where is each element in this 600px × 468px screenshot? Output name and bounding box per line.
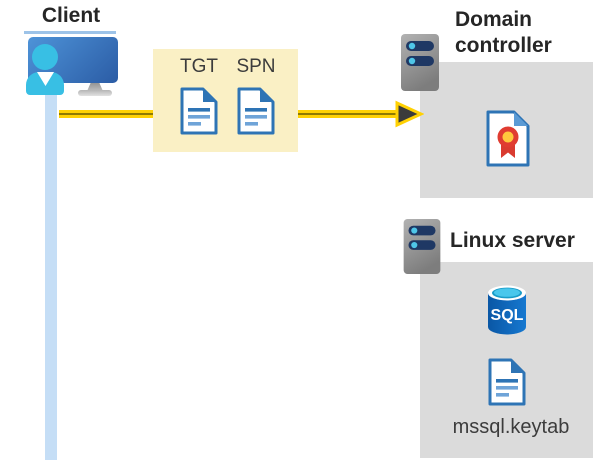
credentials-box xyxy=(153,49,298,152)
sql-text: SQL xyxy=(491,307,524,324)
monitor-stand-base xyxy=(78,90,112,96)
certificate-icon xyxy=(486,110,530,167)
spn-document-icon xyxy=(237,87,275,135)
auth-arrow-head-icon xyxy=(395,100,424,128)
linux-server-icon xyxy=(403,218,441,275)
spn-label: SPN xyxy=(236,56,276,77)
auth-arrow-line-left xyxy=(59,110,153,118)
client-underline xyxy=(24,31,116,34)
domain-controller-label: Domain controller xyxy=(455,8,552,57)
client-connection-line xyxy=(45,94,57,460)
domain-controller-server-icon xyxy=(401,34,439,91)
linux-server-label: Linux server xyxy=(450,229,575,252)
tgt-label: TGT xyxy=(180,56,218,77)
keytab-file-label: mssql.keytab xyxy=(452,416,570,438)
sql-database-icon: SQL xyxy=(488,285,526,335)
auth-arrow-line-right xyxy=(298,110,402,118)
monitor-stand-neck xyxy=(86,82,104,92)
tgt-document-icon xyxy=(180,87,218,135)
client-label: Client xyxy=(41,4,101,27)
keytab-document-icon xyxy=(488,358,526,406)
user-icon xyxy=(32,44,58,70)
